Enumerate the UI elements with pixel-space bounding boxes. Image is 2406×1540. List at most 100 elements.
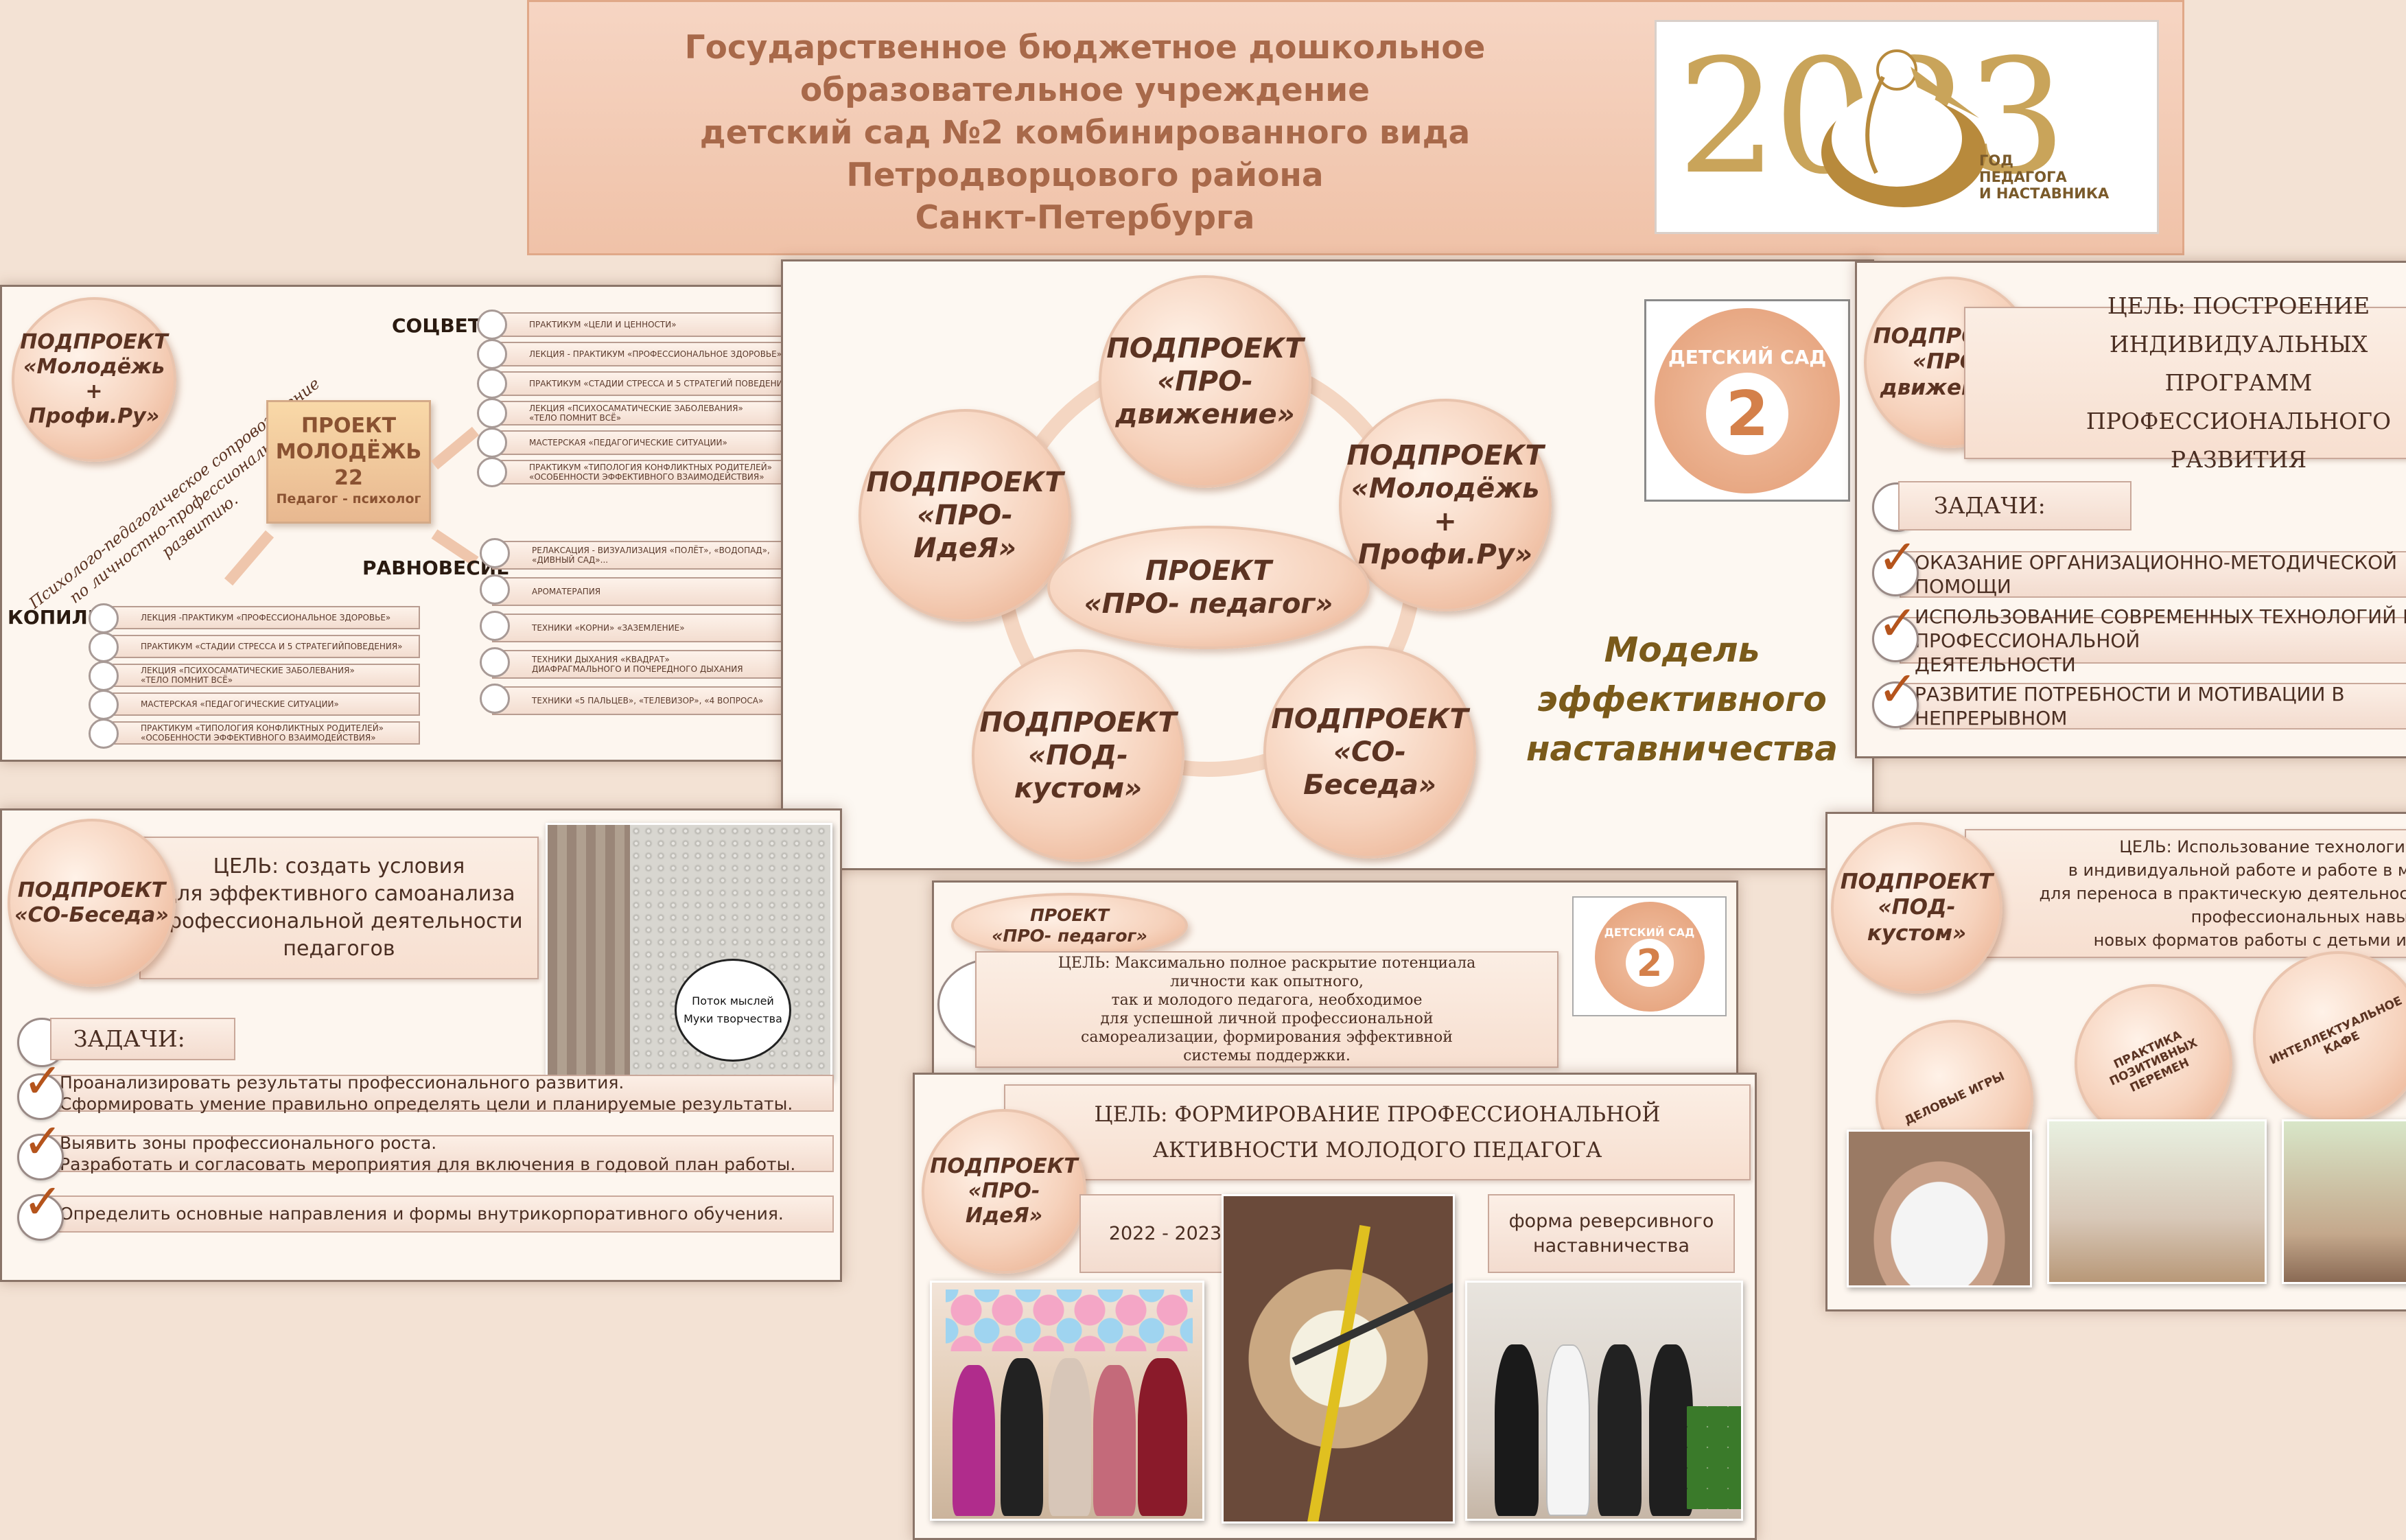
photo-workshop-2 xyxy=(2047,1119,2267,1284)
person-figure xyxy=(1001,1358,1043,1516)
slide-propedagog: ПРОЕКТ «ПРО- педагог» ✓ ЦЕЛЬ: Максимальн… xyxy=(932,880,1738,1080)
slide-sobeseda: ЦЕЛЬ: создать условия для эффективного с… xyxy=(0,808,842,1282)
slide-podkustom: ЦЕЛЬ: Использование технологии ты в инди… xyxy=(1825,812,2406,1311)
bullet-circle xyxy=(480,684,510,714)
slide-proideya: ЦЕЛЬ: ФОРМИРОВАНИЕ ПРОФЕССИОНАЛЬНОЙ АКТИ… xyxy=(913,1073,1757,1540)
pelican-icon xyxy=(1821,49,1986,207)
project-box: ПРОЕКТ МОЛОДЁЖЬ 22 Педагог - психолог xyxy=(266,400,431,524)
list-item: МАСТЕРСКАЯ «ПЕДАГОГИЧЕСКИЕ СИТУАЦИИ» xyxy=(489,430,826,455)
propedagog-badge-disc: ДЕТСКИЙ САД 2 xyxy=(1594,901,1705,1012)
bullet-circle xyxy=(89,661,119,691)
photo-group-women xyxy=(930,1281,1204,1521)
model-circle-sobeseda: ПОДПРОЕКТ «СО- Беседа» xyxy=(1263,646,1476,859)
list-item: ПРАКТИКУМ «СТАДИИ СТРЕССА И 5 СТРАТЕГИЙ … xyxy=(489,371,826,396)
task-check-circle xyxy=(17,1194,64,1241)
person-figure xyxy=(1598,1344,1642,1516)
list-item: ПРАКТИКУМ «ТИПОЛОГИЯ КОНФЛИКТНЫХ РОДИТЕЛ… xyxy=(101,721,420,745)
list-item: ПРАКТИКУМ «СТАДИИ СТРЕССА И 5 СТРАТЕГИЙП… xyxy=(101,635,420,658)
task-item: Определить основные направления и формы … xyxy=(45,1195,834,1233)
bubble-intellectual-cafe: ИНТЕЛЛЕКТУАЛЬНОЕ КАФЕ xyxy=(2253,951,2406,1123)
logo-caption: ГОД ПЕДАГОГА И НАСТАВНИКА xyxy=(1979,152,2110,202)
header-slide: Государственное бюджетное дошкольное обр… xyxy=(527,0,2184,255)
podkustom-goal: ЦЕЛЬ: Использование технологии ты в инди… xyxy=(1965,829,2406,958)
bullet-circle xyxy=(89,690,119,720)
bullet-circle xyxy=(89,719,119,749)
task-check-circle xyxy=(17,1073,64,1120)
model-circle-proideya: ПОДПРОЕКТ «ПРО- ИдеЯ» xyxy=(859,409,1071,622)
bullet-circle xyxy=(477,339,507,369)
bullet-circle xyxy=(480,574,510,605)
bullet-circle xyxy=(89,603,119,633)
bullet-circle xyxy=(477,310,507,340)
person-figure xyxy=(1546,1344,1590,1516)
task-item: РАЗВИТИЕ ПОТРЕБНОСТИ И МОТИВАЦИИ В НЕПРЕ… xyxy=(1900,683,2406,730)
person-figure xyxy=(1495,1344,1539,1516)
bullet-circle xyxy=(480,538,510,568)
subproject-circle-sobeseda: ПОДПРОЕКТ «СО-Беседа» xyxy=(8,819,176,987)
person-figure xyxy=(1649,1344,1693,1516)
slide-model: ПОДПРОЕКТ «ПРО- движение» ПОДПРОЕКТ «Мол… xyxy=(781,259,1874,870)
check-mark-icon: ✓ xyxy=(23,1053,63,1109)
bullet-circle xyxy=(477,398,507,428)
model-title: Модель эффективного наставничества xyxy=(1526,630,1838,769)
photo-plant xyxy=(1687,1406,1741,1509)
list-item: МАСТЕРСКАЯ «ПЕДАГОГИЧЕСКИЕ СИТУАЦИИ» xyxy=(101,692,420,716)
list-item: ПРАКТИКУМ «ТИПОЛОГИЯ КОНФЛИКТНЫХ РОДИТЕЛ… xyxy=(489,460,826,485)
photo-sticks xyxy=(1292,1282,1453,1366)
task-check-circle xyxy=(1872,681,1919,728)
photo-workshop-1 xyxy=(1847,1130,2032,1287)
year-logo: 2023 ГОД ПЕДАГОГА И НАСТАВНИКА xyxy=(1655,20,2159,234)
task-item: ИСПОЛЬЗОВАНИЕ СОВРЕМЕННЫХ ТЕХНОЛОГИЙ В П… xyxy=(1900,605,2406,676)
proideya-goal: ЦЕЛЬ: ФОРМИРОВАНИЕ ПРОФЕССИОНАЛЬНОЙ АКТИ… xyxy=(1004,1084,1751,1180)
bullet-circle xyxy=(477,428,507,458)
person-figure xyxy=(1093,1365,1136,1516)
task-item: Проанализировать результаты профессионал… xyxy=(45,1073,834,1114)
photo-workshop-3 xyxy=(2282,1119,2406,1284)
subproject-circle-molodezh: ПОДПРОЕКТ «Молодёжь + Профи.Ру» xyxy=(12,297,176,462)
proideya-form: форма реверсивного наставничества xyxy=(1488,1194,1735,1273)
check-mark-icon: ✓ xyxy=(23,1174,63,1230)
subproject-circle-proideya: ПОДПРОЕКТ «ПРО- ИдеЯ» xyxy=(922,1109,1086,1274)
connector-arrows xyxy=(224,383,480,586)
project-box-title: ПРОЕКТ МОЛОДЁЖЬ 22 xyxy=(275,414,422,490)
path-sign: Поток мыслей Муки творчества xyxy=(675,959,791,1062)
photo-gravel-path: Поток мыслей Муки творчества xyxy=(546,823,832,1080)
prodvizhenie-goal: ЦЕЛЬ: ПОСТРОЕНИЕ ИНДИВИДУАЛЬНЫХ ПРОГРАММ… xyxy=(1964,292,2406,473)
list-item: ТЕХНИКИ ДЫХАНИЯ «КВАДРАТ» ДИАФРАГМАЛЬНОГ… xyxy=(492,650,828,679)
project-box-subtitle: Педагог - психолог xyxy=(276,491,421,506)
photo-balloons xyxy=(946,1290,1193,1351)
check-mark-icon: ✓ xyxy=(1878,661,1918,717)
task-item: Выявить зоны профессионального роста. Ра… xyxy=(45,1133,834,1174)
slide-molodezh: ПОДПРОЕКТ «Молодёжь + Профи.Ру» Психолог… xyxy=(0,285,842,762)
task-check-circle xyxy=(1872,550,1919,596)
list-item: АРОМАТЕРАПИЯ xyxy=(492,577,828,606)
slide-prodvizhenie: ПОДПРОЕКТ «ПРО- движение» ЦЕЛЬ: ПОСТРОЕН… xyxy=(1855,261,2406,758)
model-center-project: ПРОЕКТ «ПРО- педагог» xyxy=(1047,526,1370,649)
subproject-circle-podkustom: ПОДПРОЕКТ «ПОД- кустом» xyxy=(1831,822,2002,994)
task-item: ОКАЗАНИЕ ОРГАНИЗАЦИОННО-МЕТОДИЧЕСКОЙ ПОМ… xyxy=(1900,551,2406,598)
propedagog-badge: ДЕТСКИЙ САД 2 xyxy=(1572,896,1727,1016)
list-item: ЛЕКЦИЯ - ПРАКТИКУМ «ПРОФЕССИОНАЛЬНОЕ ЗДО… xyxy=(489,342,826,366)
photo-circle-from-below xyxy=(1222,1194,1455,1524)
list-item: РЕЛАКСАЦИЯ - ВИЗУАЛИЗАЦИЯ «ПОЛЁТ», «ВОДО… xyxy=(492,541,828,570)
badge-disc: ДЕТСКИЙ САД 2 xyxy=(1655,307,1840,493)
model-circle-podkustom: ПОДПРОЕКТ «ПОД- кустом» xyxy=(972,649,1184,862)
check-mark-icon: ✓ xyxy=(23,1113,63,1169)
propedagog-goal: ЦЕЛЬ: Максимально полное раскрытие потен… xyxy=(975,951,1558,1068)
model-circle-molodezh: ПОДПРОЕКТ «Молодёжь + Профи.Ру» xyxy=(1339,399,1552,611)
list-item: ПРАКТИКУМ «ЦЕЛИ И ЦЕННОСТИ» xyxy=(489,312,826,337)
bubble-positive-changes: ПРАКТИКА ПОЗИТИВНЫХ ПЕРЕМЕН xyxy=(2075,984,2232,1142)
list-item: ТЕХНИКИ «5 ПАЛЬЦЕВ», «ТЕЛЕВИЗОР», «4 ВОП… xyxy=(492,686,828,715)
bullet-circle xyxy=(480,647,510,677)
task-check-circle xyxy=(17,1134,64,1180)
sobeseda-goal: ЦЕЛЬ: создать условия для эффективного с… xyxy=(139,837,539,979)
prodvizhenie-tasks-label: ЗАДАЧИ: xyxy=(1898,481,2131,530)
photo-mentors xyxy=(1465,1281,1743,1521)
bullet-circle xyxy=(477,369,507,399)
bullet-circle xyxy=(480,611,510,641)
list-item: ЛЕКЦИЯ -ПРАКТИКУМ «ПРОФЕССИОНАЛЬНОЕ ЗДОР… xyxy=(101,606,420,629)
sobeseda-tasks-label: ЗАДАЧИ: xyxy=(50,1018,235,1060)
list-item: ЛЕКЦИЯ «ПСИХОСАМАТИЧЕСКИЕ ЗАБОЛЕВАНИЯ» «… xyxy=(489,401,826,425)
propedagog-oval: ПРОЕКТ «ПРО- педагог» xyxy=(951,893,1188,958)
bullet-circle xyxy=(89,632,119,662)
